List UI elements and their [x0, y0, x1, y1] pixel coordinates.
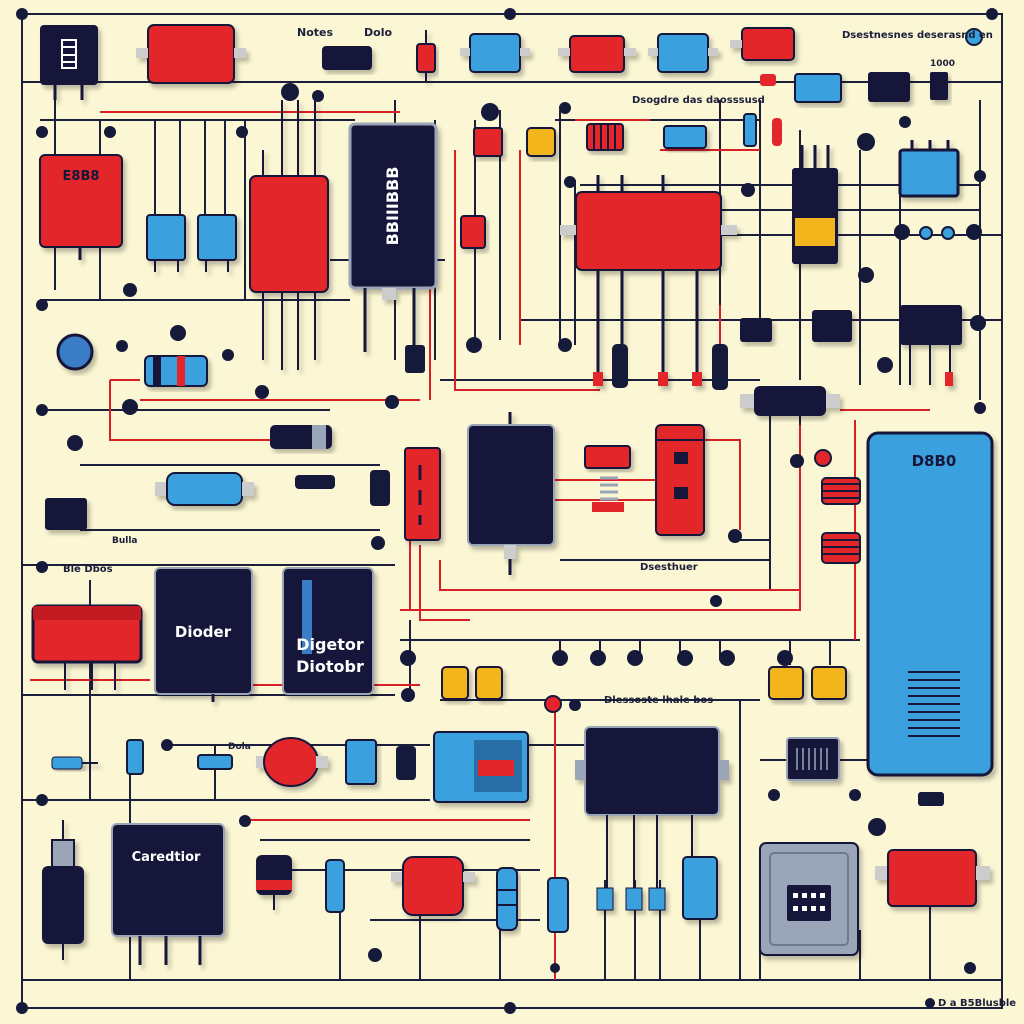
blue-slim-bottom-2: [547, 877, 569, 933]
red-ic-tall: [249, 100, 329, 370]
label-top-diode: Dolo: [364, 26, 392, 39]
dark-tall-chip: BBIIIBBB: [348, 122, 438, 352]
blue-slim-bl-2: [126, 739, 144, 775]
navy-small-mid-upper: [405, 345, 425, 373]
navy-ic-center: [467, 412, 555, 575]
dioder-label: Dioder: [175, 623, 232, 641]
navy-small-right-bottom: [918, 792, 944, 806]
small-resistor-top: [322, 46, 372, 70]
blue-dot-right: [919, 226, 933, 240]
label-bottom-right-footer: D a B5Blusble: [938, 998, 1016, 1009]
red-cap-3: [730, 27, 795, 61]
inductor-coil-top: [586, 123, 624, 151]
red-cap-bottom-round: [391, 856, 475, 916]
spring-coil-center: [592, 476, 624, 512]
blue-slim-bl-3: [197, 754, 233, 770]
small-red-chip: [760, 74, 776, 86]
diode-left-mid: [270, 425, 332, 449]
blue-small-resistor-bl: [51, 756, 98, 770]
navy-yellow-relay: [792, 145, 838, 264]
red-dot-right: [814, 449, 832, 467]
red-ic-wide: [560, 175, 737, 386]
ic-top-left: [40, 25, 98, 100]
navy-chip-tr-1: [868, 72, 910, 102]
blue-switch-bottom: [433, 731, 529, 803]
blue-slim-bottom-1: [325, 859, 345, 913]
red-cap-bottom-right: [875, 849, 990, 907]
navy-chip-right-mid-2: [812, 310, 852, 342]
gray-connector: [759, 842, 859, 956]
red-capacitor-top: [136, 24, 246, 84]
red-chip-center-small: [584, 445, 631, 469]
blue-resistor-bottom-vert: [496, 867, 518, 931]
digetor-label-1: Digetor: [296, 635, 364, 654]
navy-slim-left: [295, 475, 335, 489]
indicator-top-right: [965, 28, 983, 46]
blue-cap-3: [794, 73, 842, 103]
navy-small-tube-bl: [42, 820, 84, 960]
navy-red-diode-bottom: [256, 855, 292, 910]
label-center-right-note: Dsesthuer: [640, 562, 698, 573]
blue-cap-left-2: [197, 214, 237, 272]
red-slim-ic-center: [404, 447, 441, 541]
red-cap-left-large: E8B8: [39, 154, 123, 260]
blue-bulb-left: [56, 333, 94, 371]
red-cap-left-low: [31, 604, 143, 690]
yellow-caps-row: [441, 666, 847, 700]
navy-small-left: [370, 470, 390, 506]
solder-dots: [16, 8, 998, 1014]
navy-small-bottom-mid: [396, 746, 416, 780]
small-display-chip: [786, 737, 840, 781]
navy-ic-right-mid: [900, 305, 962, 386]
capacitor-label: Caredtior: [132, 850, 201, 865]
led-top: [416, 30, 436, 82]
label-top-right-heading: Dsestnesnes deserasnd en: [842, 30, 993, 41]
red-cap-left-label: E8B8: [63, 169, 100, 184]
navy-ic-bottom-center: [575, 726, 729, 911]
blue-cap-2: [648, 33, 718, 73]
label-left-note: Ble Dbos: [63, 564, 113, 575]
label-top-notes: Notes: [297, 26, 333, 39]
digetor-chip: Digetor Diotobr: [282, 567, 374, 695]
navy-chip-right-mid-1: [740, 318, 772, 342]
label-mid-top-note: Dsogdre das daosssusd: [632, 95, 765, 106]
big-blue-panel: D8B0: [866, 431, 994, 777]
red-cap-2: [558, 35, 636, 73]
blue-cap-bottom-mid: [345, 739, 377, 785]
small-red-cap-mid: [473, 127, 503, 157]
blue-fuse-left: [155, 472, 254, 506]
capacitor-chip: Caredtior: [111, 823, 225, 965]
navy-pill-2: [712, 344, 728, 390]
red-round-button: [256, 737, 328, 787]
blue-dot-right-2: [941, 226, 955, 240]
digetor-label-2: Diotobr: [296, 657, 364, 676]
blue-resistor-left: [144, 355, 208, 387]
blue-cap-left-1: [146, 214, 186, 272]
navy-pill-1: [612, 344, 628, 388]
navy-fuse-right: [740, 386, 840, 416]
blue-slim-chip: [743, 113, 757, 147]
inductor-right-1: [821, 477, 861, 505]
inductor-right-2: [821, 532, 861, 564]
small-red-cap-left-mid: [460, 215, 486, 249]
blue-cap-1: [460, 33, 530, 73]
red-relay-center: [655, 424, 705, 536]
small-yellow-cap-mid: [526, 127, 556, 157]
red-pin-bottom: [544, 695, 562, 713]
blue-ic-right: [898, 140, 960, 198]
label-left-small: Bulla: [112, 536, 138, 546]
dioder-chip: Dioder: [154, 567, 253, 702]
blue-resistor-top: [663, 125, 707, 149]
red-slim-led: [772, 118, 782, 146]
label-top-right-small: 1000: [930, 59, 955, 69]
navy-chip-left-low: [45, 498, 87, 530]
label-bottom-mid-note: Dlessoste lhale bos: [604, 695, 713, 706]
panel-vent: [908, 671, 960, 737]
blue-electrolytic-bottom: [682, 856, 718, 920]
label-bottom-left-small: Dola: [228, 742, 251, 752]
big-blue-panel-label: D8B0: [912, 452, 957, 470]
dark-tall-chip-label: BBIIIBBB: [383, 167, 402, 246]
navy-chip-tr-2: [930, 72, 948, 100]
